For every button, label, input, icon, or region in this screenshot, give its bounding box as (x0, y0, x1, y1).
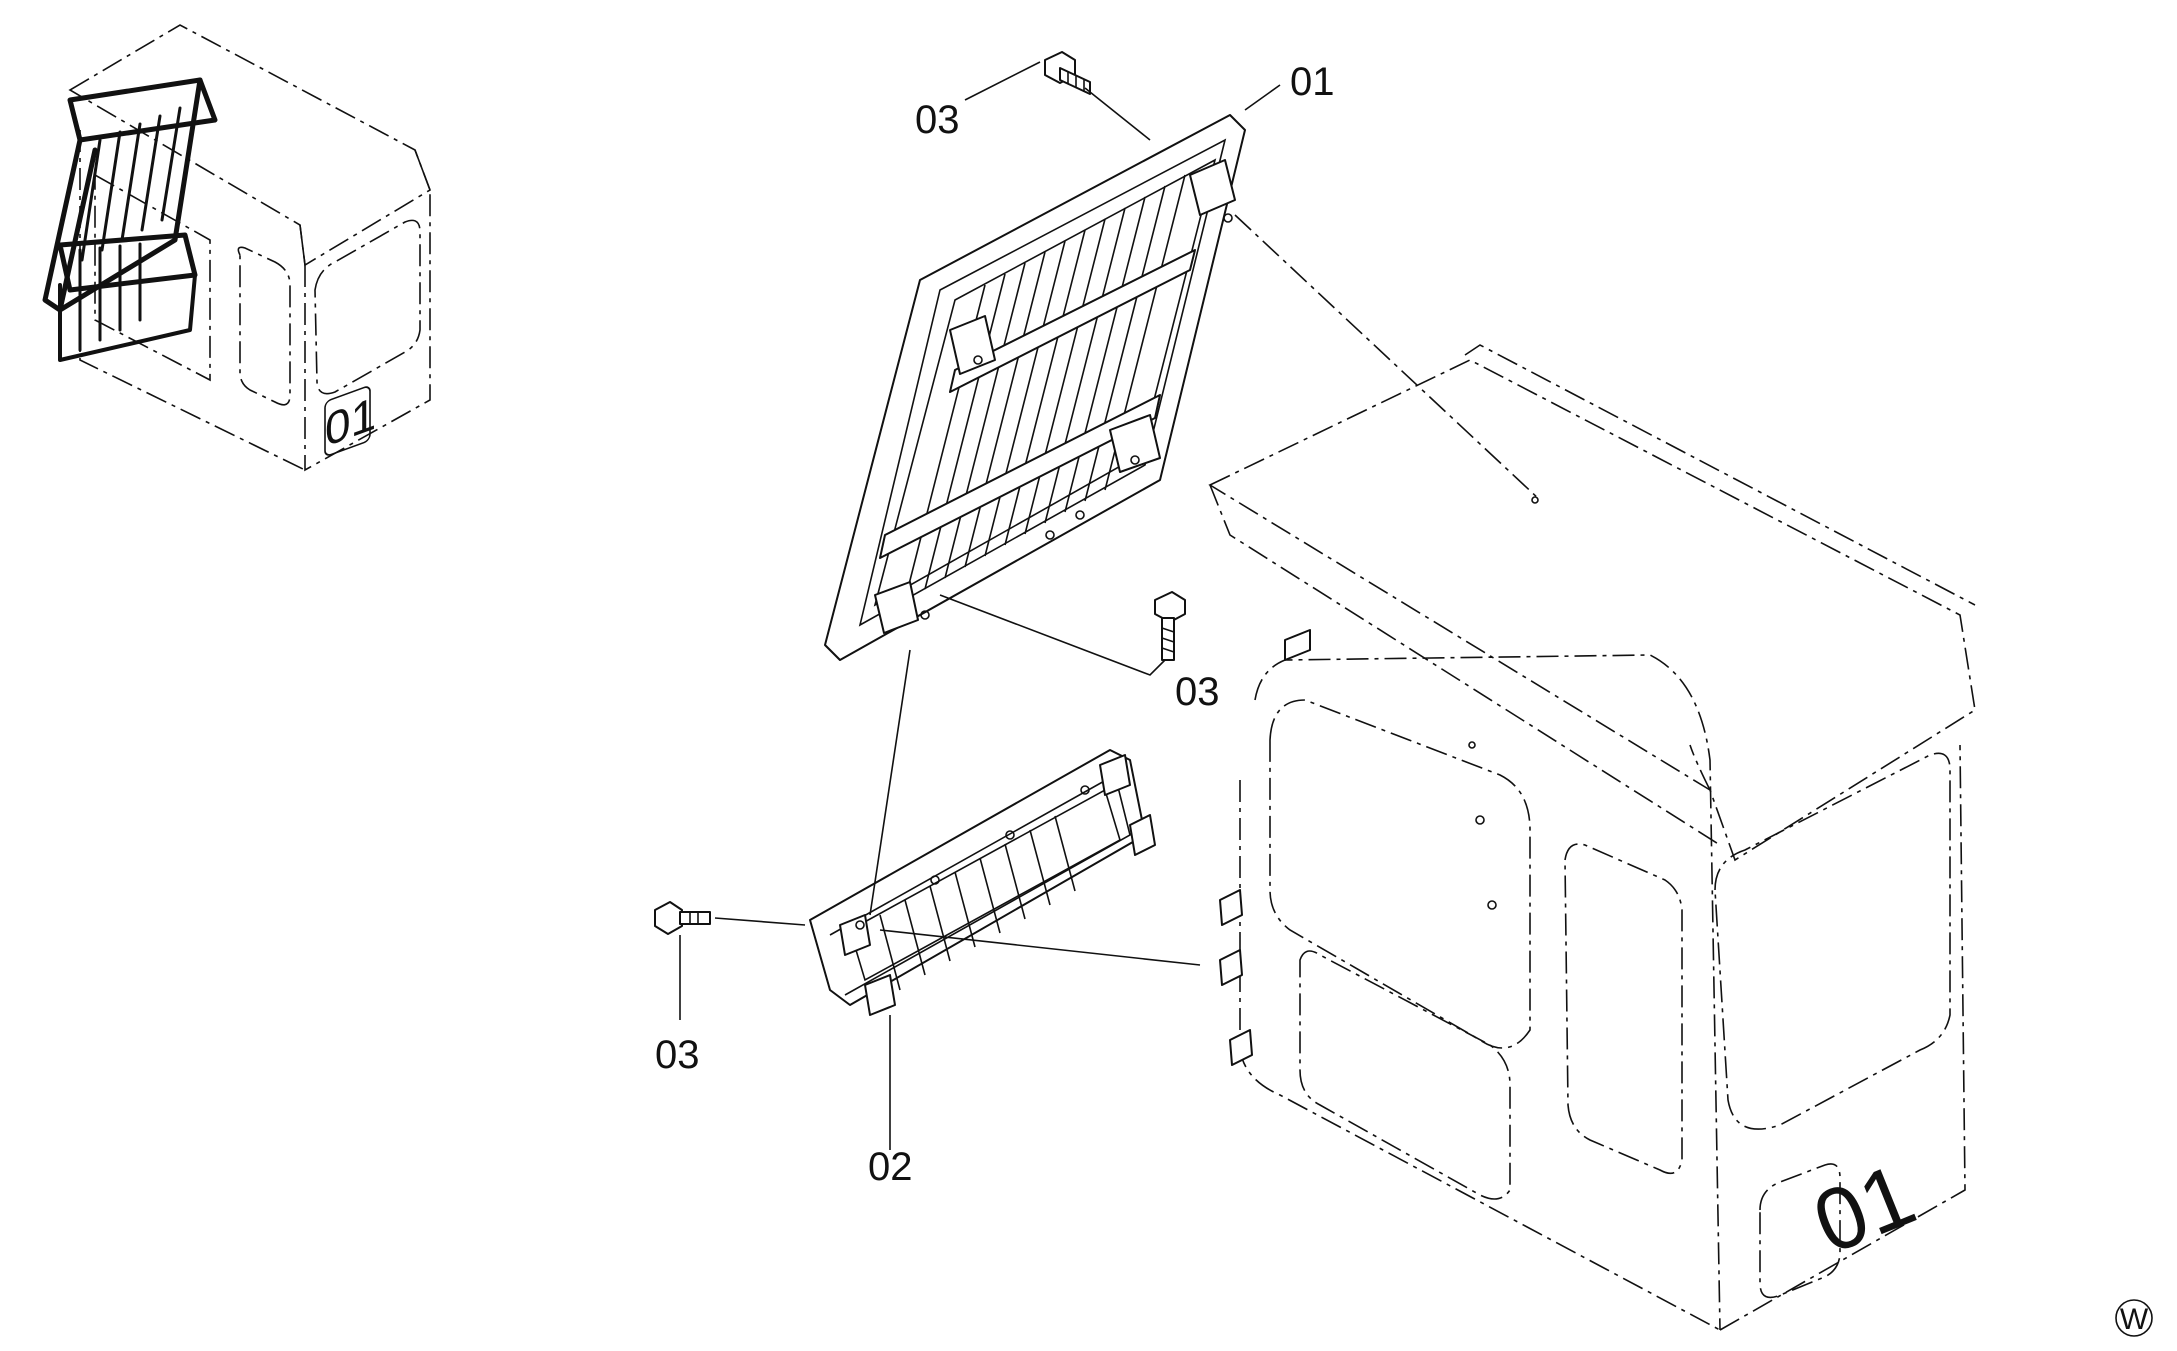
corner-w-mark: W (2115, 1299, 2153, 1337)
callout-02: 02 (868, 1145, 913, 1189)
callout-01: 01 (1290, 60, 1335, 104)
bolt-03-middle (1154, 591, 1186, 661)
thumbnail-filter-highlight (42, 77, 218, 362)
callout-03-middle: 03 (1175, 670, 1220, 714)
callout-03-lower: 03 (655, 1033, 700, 1077)
part-02-filter (809, 749, 1156, 1016)
leader-lines (679, 61, 1541, 1150)
callout-03-top: 03 (915, 98, 960, 142)
main-cab-number: 01 (1800, 1144, 1928, 1272)
bolt-03-top (1044, 51, 1091, 95)
part-01-filter-frame (824, 114, 1246, 661)
thumbnail-cab-number: 01 (325, 387, 376, 457)
main-cab: 01 (1208, 344, 1976, 1331)
corner-w-letter: W (2120, 1303, 2149, 1336)
bolt-03-lower (654, 901, 711, 935)
thumbnail-cab: 01 (42, 24, 431, 472)
